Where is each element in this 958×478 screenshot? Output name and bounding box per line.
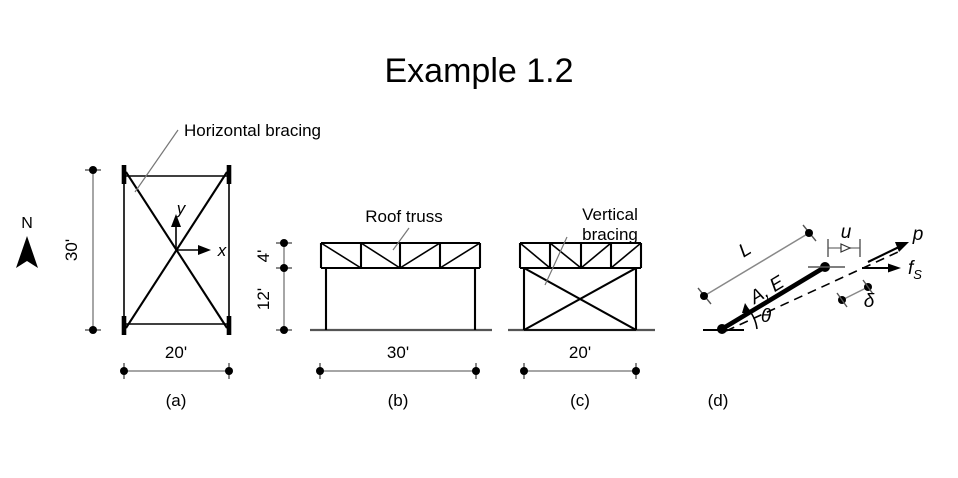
panel-a-caption: (a) [166,391,187,410]
panel-b-truss-diagonal-3 [399,242,441,269]
dim-L-dot-start [700,292,708,300]
panel-c-truss-diagonal-3 [580,242,612,269]
horizontal-bracing-label: Horizontal bracing [184,121,321,140]
dim-4ft-dot-top [280,239,288,247]
panel-b-truss-diagonal-4 [439,242,481,269]
dim-12ft-dot-bottom [280,326,288,334]
roof-truss-label: Roof truss [365,207,442,226]
dim-20ft-a-dot-right [225,367,233,375]
panel-c-truss-diagonal-2 [549,242,582,269]
compass-north: N [16,215,38,268]
dim-20ft-a-label: 20' [165,343,187,362]
panel-d-caption: (d) [708,391,729,410]
dim-20ft-c-dot-left [520,367,528,375]
dim-u-arrow-icon [840,243,852,253]
panel-c-caption: (c) [570,391,590,410]
dim-L-line [703,232,810,297]
label-force-p: p [912,224,924,245]
figure-title: Example 1.2 [385,52,574,90]
axis-x-label: x [217,241,227,260]
panel-c-brace-diagonal-2 [523,267,637,331]
compass-label: N [21,215,33,232]
roof-truss-leader [392,227,410,251]
panel-b-truss-diagonal-1 [320,242,362,269]
dim-30ft-dot-bottom [89,326,97,334]
dim-4ft-label: 4' [254,250,273,263]
north-arrow-icon [16,236,38,268]
dim-delta-tick-start [836,292,848,308]
panel-b: Roof truss 4' 12' 30' [254,207,492,410]
force-p-line [867,245,902,263]
panel-b-dim-span: 30' [316,343,480,379]
vertical-bracing-leader [544,236,568,286]
label-elongation-delta: δ [864,291,875,312]
dim-delta-tick-end [862,279,874,295]
dim-30ft-dot-top [89,166,97,174]
dim-20ft-a-dot-left [120,367,128,375]
dim-20ft-c-dot-right [632,367,640,375]
label-force-fs-base: f [908,258,915,279]
dim-20ft-c-label: 20' [569,343,591,362]
panel-b-caption: (b) [388,391,409,410]
panel-d-angle: θ [742,303,772,330]
panel-b-dim-vertical: 4' 12' [254,239,292,334]
label-displacement-u: u [841,222,852,243]
panel-d-bar [720,265,827,331]
panel-d-force-fs: fS [862,258,922,282]
axis-x-arrow-icon [198,245,211,255]
panel-c-truss-diagonal-4 [610,242,642,269]
panel-d-dim-u: u [827,222,861,257]
panel-d: L A, E θ u [697,222,924,410]
force-p-arrow-icon [895,242,909,252]
panel-a-axes: y x [171,199,227,260]
dim-30ft-b-label: 30' [387,343,409,362]
panel-a: y x Horizontal bracing 30' [62,121,321,410]
dim-12ft-label: 12' [254,288,273,310]
label-angle-theta: θ [761,306,772,327]
panel-b-truss-diagonal-2 [360,242,401,269]
horizontal-bracing-leader [134,129,179,193]
dim-L-dot-end [805,229,813,237]
axis-y-label: y [176,199,187,218]
dim-30ft-label: 30' [62,239,81,261]
panel-c-dim-span: 20' [520,343,640,379]
panel-d-force-p: p [867,224,924,263]
panel-c-truss-diagonal-1 [519,242,551,269]
force-fs-arrow-icon [888,263,901,273]
dim-30ft-b-dot-right [472,367,480,375]
label-force-fs: fS [908,258,922,282]
dim-mid-dot [280,264,288,272]
dim-delta-line [841,286,869,301]
panel-d-node-origin [717,324,727,334]
dim-30ft-b-dot-left [316,367,324,375]
panel-d-dim-delta: δ [836,279,875,312]
panel-a-dim-width: 20' [120,343,233,379]
axis-y-arrow-icon [171,214,181,227]
angle-arc-arrow-icon [742,303,752,314]
label-force-fs-subscript: S [913,267,922,282]
panel-a-dim-height: 30' [62,166,101,334]
label-length-L: L [735,239,755,262]
